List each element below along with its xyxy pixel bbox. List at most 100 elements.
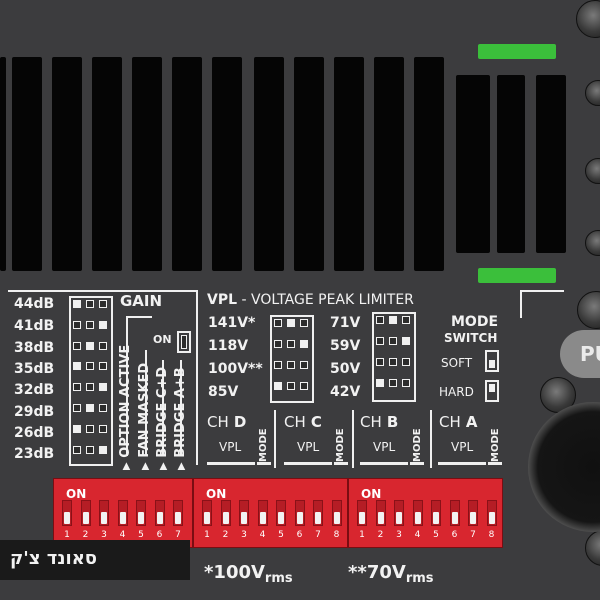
vent-slot [374, 57, 404, 271]
dip-switch[interactable] [357, 500, 367, 526]
channel-vpl-label: VPL [451, 440, 474, 454]
grid-cell [73, 404, 81, 412]
bracket-line [360, 462, 408, 465]
dip-switch[interactable] [394, 500, 404, 526]
grid-cell [73, 341, 81, 350]
dip-switch[interactable] [117, 500, 128, 526]
screw [585, 80, 600, 106]
dip-switch[interactable] [173, 500, 183, 526]
dip-on-label: ON [66, 487, 87, 501]
vent-slot [334, 57, 364, 271]
bracket-line [284, 462, 332, 465]
dip-switch[interactable] [449, 500, 460, 526]
dip-switch-number: 8 [333, 530, 340, 540]
watermark-text: סאונד צ'ק [10, 548, 98, 569]
channel-vpl-label: VPL [219, 440, 242, 454]
dip-switch[interactable] [313, 500, 323, 526]
grid-cell [389, 316, 397, 324]
gain-level-label: 35dB [14, 361, 55, 377]
grid-cell [274, 382, 282, 390]
grid-cell [402, 316, 410, 324]
dip-switch[interactable] [294, 500, 305, 526]
grid-cell [99, 341, 107, 350]
channel-mode-label: MODE [412, 428, 423, 462]
grid-cell [376, 379, 384, 387]
bracket-line [438, 462, 486, 465]
dip-switch[interactable] [486, 500, 497, 526]
divider-line [196, 290, 198, 465]
bracket-line [257, 462, 271, 465]
dip-switch[interactable] [375, 500, 386, 526]
grid-cell [300, 382, 308, 390]
screw [576, 0, 600, 38]
grid-cell [287, 382, 295, 390]
vent-slot [414, 57, 444, 271]
dip-switch-number: 3 [101, 530, 107, 540]
grid-cell [389, 379, 397, 387]
dip-switch[interactable] [412, 500, 423, 526]
dip-switch[interactable] [431, 500, 441, 526]
grid-cell [73, 424, 81, 433]
dip-switch[interactable] [331, 500, 342, 526]
channel-mode-label: MODE [490, 428, 501, 462]
channel-c-label: CH C [284, 413, 322, 431]
grid-cell [99, 424, 107, 433]
dip-switch[interactable] [136, 500, 146, 526]
grid-cell [86, 341, 94, 350]
dip-switch-number: 6 [156, 530, 163, 540]
dip-switch[interactable] [62, 500, 72, 526]
channel-d-label: CH D [207, 413, 247, 431]
vpl-grid-right [372, 312, 416, 402]
dip-switch[interactable] [257, 500, 268, 526]
dip-switch[interactable] [239, 500, 249, 526]
vent-slot [132, 57, 162, 271]
option-label: BRIDGE C+D [155, 366, 170, 458]
dip-switch[interactable] [154, 500, 165, 526]
channel-divider [274, 410, 276, 468]
gain-level-label: 44dB [14, 296, 55, 312]
connector-frame-line [520, 290, 522, 318]
dip-switch-bank-vpl-dc[interactable]: ON [193, 478, 348, 548]
channel-vpl-label: VPL [373, 440, 396, 454]
grid-cell [86, 445, 94, 454]
dip-switch[interactable] [202, 500, 212, 526]
vent-slot [12, 57, 42, 271]
xlr-connector[interactable] [528, 402, 600, 532]
vpl-voltage-label: 42V [330, 384, 361, 400]
dip-switch-number: 7 [175, 530, 181, 540]
grid-cell [86, 404, 94, 412]
dip-switch[interactable] [99, 500, 109, 526]
grid-cell [287, 361, 295, 369]
vpl-voltage-label: 100V** [208, 361, 263, 377]
mode-switch-title: SWITCH [444, 331, 498, 345]
connector-label: PU [580, 342, 600, 366]
vent-slot [0, 57, 6, 271]
vpl-title-rest: - VOLTAGE PEAK LIMITER [237, 292, 414, 308]
grid-cell [86, 320, 94, 329]
dip-switch-number: 6 [451, 530, 458, 540]
dip-switch-number: 4 [259, 530, 266, 540]
channel-b-label: CH B [360, 413, 399, 431]
dip-switch[interactable] [220, 500, 231, 526]
dip-switch-number: 5 [278, 530, 284, 540]
grid-cell [99, 362, 107, 371]
dip-switch-number: 4 [414, 530, 421, 540]
gain-level-label: 26dB [14, 425, 55, 441]
grid-cell [274, 361, 282, 369]
bracket-line [488, 462, 502, 465]
vpl-title-bold: VPL [207, 292, 238, 308]
dip-switch[interactable] [468, 500, 478, 526]
dip-switch[interactable] [276, 500, 286, 526]
grid-cell [99, 320, 107, 329]
dip-switch-number: 6 [296, 530, 303, 540]
grid-cell [300, 361, 308, 369]
dip-switch[interactable] [80, 500, 91, 526]
dip-switch-bank-vpl-ba[interactable]: ON [348, 478, 503, 548]
gain-level-label: 23dB [14, 446, 55, 462]
soft-indicator [485, 350, 499, 372]
option-line [145, 350, 147, 456]
vent-slot [172, 57, 202, 271]
vent-slot [456, 75, 490, 253]
vent-slot [294, 57, 324, 271]
vpl-voltage-label: 118V [208, 338, 249, 354]
